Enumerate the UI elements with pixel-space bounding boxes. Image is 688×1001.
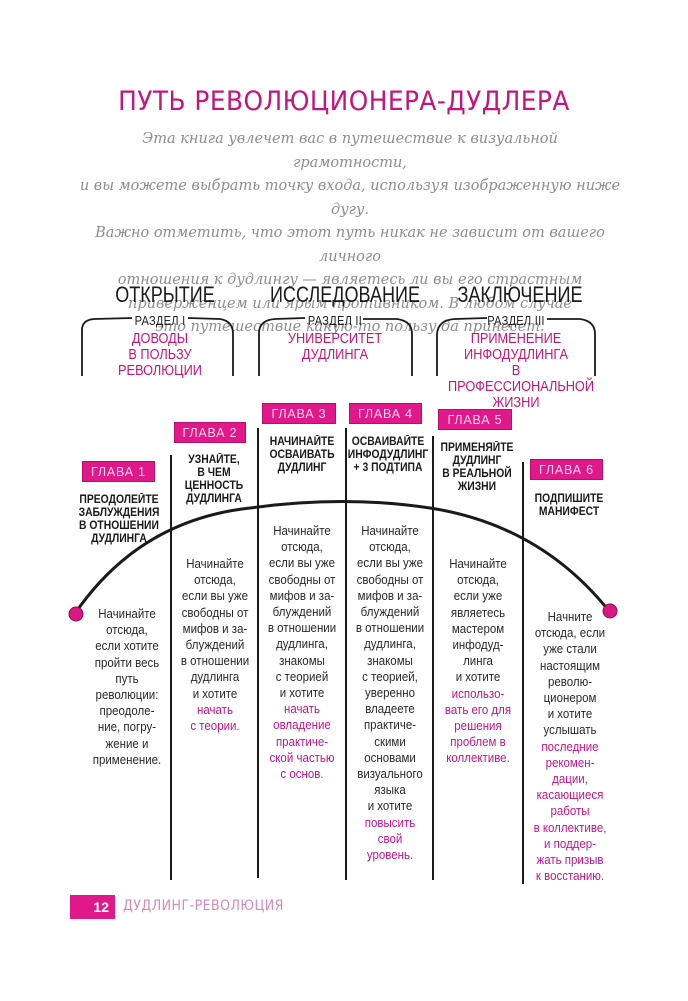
highlight-text: и поддер-: [543, 836, 597, 851]
section-bracket-1: [80, 316, 235, 376]
highlight-text: с теории.: [190, 719, 240, 734]
chapter-badge-6: ГЛАВА 6: [530, 459, 603, 480]
chapter-badge-1: ГЛАВА 1: [82, 461, 155, 482]
page-title: ПУТЬ РЕВОЛЮЦИОНЕРА-ДУДЛЕРА: [118, 86, 570, 117]
column-divider: [522, 462, 524, 884]
section-label-3: РАЗДЕЛ III: [487, 313, 545, 328]
highlight-text: начать: [197, 702, 233, 717]
highlight-text: практиче-: [275, 734, 329, 749]
highlight-text: проблем в: [450, 735, 506, 750]
intro-line: и вы можете выбрать точку входа, использ…: [79, 178, 621, 218]
column-divider: [345, 428, 347, 880]
highlight-text: жать призыв: [536, 853, 604, 868]
section-name-3: ПРИМЕНЕНИЕ ИНФОДУДЛИНГА В ПРОФЕССИОНАЛЬН…: [448, 330, 595, 411]
chapter-badge-2: ГЛАВА 2: [174, 422, 246, 443]
highlight-text: начать: [284, 702, 320, 717]
highlight-text: к восстанию.: [535, 869, 605, 884]
chapter-badge-4: ГЛАВА 4: [349, 403, 422, 424]
highlight-text: свой: [377, 831, 403, 846]
chapter-title-3: НАЧИНАЙТЕ ОСВАИВАТЬ ДУДЛИНГ: [269, 436, 335, 474]
part-title-research: ИССЛЕДОВАНИЕ: [269, 282, 421, 307]
highlight-text: последние: [541, 739, 599, 754]
highlight-text: в коллективе,: [533, 820, 607, 835]
chapter-title-4: ОСВАИВАЙТЕ ИНФОДУДЛИНГ + 3 ПОДТИПА: [347, 436, 429, 474]
section-name-2: УНИВЕРСИТЕТ ДУДЛИНГА: [287, 330, 383, 363]
section-bracket-3: [435, 316, 597, 376]
column-divider: [170, 455, 172, 880]
section-label-1: РАЗДЕЛ I: [134, 313, 186, 328]
highlight-text: повысить: [364, 815, 416, 830]
highlight-text: касающиеся: [536, 788, 604, 803]
highlight-text: с основ.: [280, 767, 324, 782]
section-label-2: РАЗДЕЛ II: [307, 313, 363, 328]
chapter-badge-5: ГЛАВА 5: [438, 409, 512, 430]
highlight-text: работы: [550, 804, 590, 819]
intro-line: Важно отметить, что этот путь никак не з…: [95, 225, 605, 265]
intro-paragraph: Эта книга увлечет вас в путешествие к ви…: [80, 128, 620, 340]
section-bracket-2: [257, 316, 414, 376]
highlight-text: вать его для: [444, 702, 512, 717]
running-title: ДУДЛИНГ-РЕВОЛЮЦИЯ: [123, 898, 284, 914]
highlight-text: уровень.: [366, 848, 414, 863]
highlight-text: овладение: [273, 718, 331, 733]
intro-line: приверженцем или ярым противником. В люб…: [128, 295, 572, 312]
chapter-title-1: ПРЕОДОЛЕЙТЕ ЗАБЛУЖДЕНИЯ В ОТНОШЕНИИ ДУДЛ…: [78, 494, 160, 545]
column-divider: [257, 428, 259, 878]
chapter-title-2: УЗНАЙТЕ, В ЧЕМ ЦЕННОСТЬ ДУДЛИНГА: [184, 454, 244, 505]
intro-line: Эта книга увлечет вас в путешествие к ви…: [142, 131, 558, 171]
chapter-title-6: ПОДПИШИТЕ МАНИФЕСТ: [534, 493, 604, 518]
part-title-opening: ОТКРЫТИЕ: [115, 282, 215, 307]
highlight-text: ской частью: [269, 750, 335, 765]
intro-line: отношения к дудлингу — являетесь ли вы е…: [117, 272, 583, 288]
highlight-text: дации,: [552, 772, 588, 787]
highlight-text: коллективе.: [446, 751, 510, 766]
highlight-text: использо-: [451, 686, 505, 701]
intro-line: это путешествие какую-то пользу да прине…: [155, 319, 545, 335]
chapter-title-5: ПРИМЕНЯЙТЕ ДУДЛИНГ В РЕАЛЬНОЙ ЖИЗНИ: [440, 442, 514, 493]
page-number: 12: [70, 895, 115, 919]
section-name-1: ДОВОДЫ В ПОЛЬЗУ РЕВОЛЮЦИИ: [118, 330, 202, 379]
highlight-text: рекомен-: [545, 755, 595, 770]
chapter-badge-3: ГЛАВА 3: [262, 403, 336, 424]
part-title-conclusion: ЗАКЛЮЧЕНИЕ: [457, 282, 583, 307]
start-point-icon: [68, 606, 84, 622]
highlight-text: решения: [454, 719, 502, 734]
column-divider: [432, 436, 434, 880]
